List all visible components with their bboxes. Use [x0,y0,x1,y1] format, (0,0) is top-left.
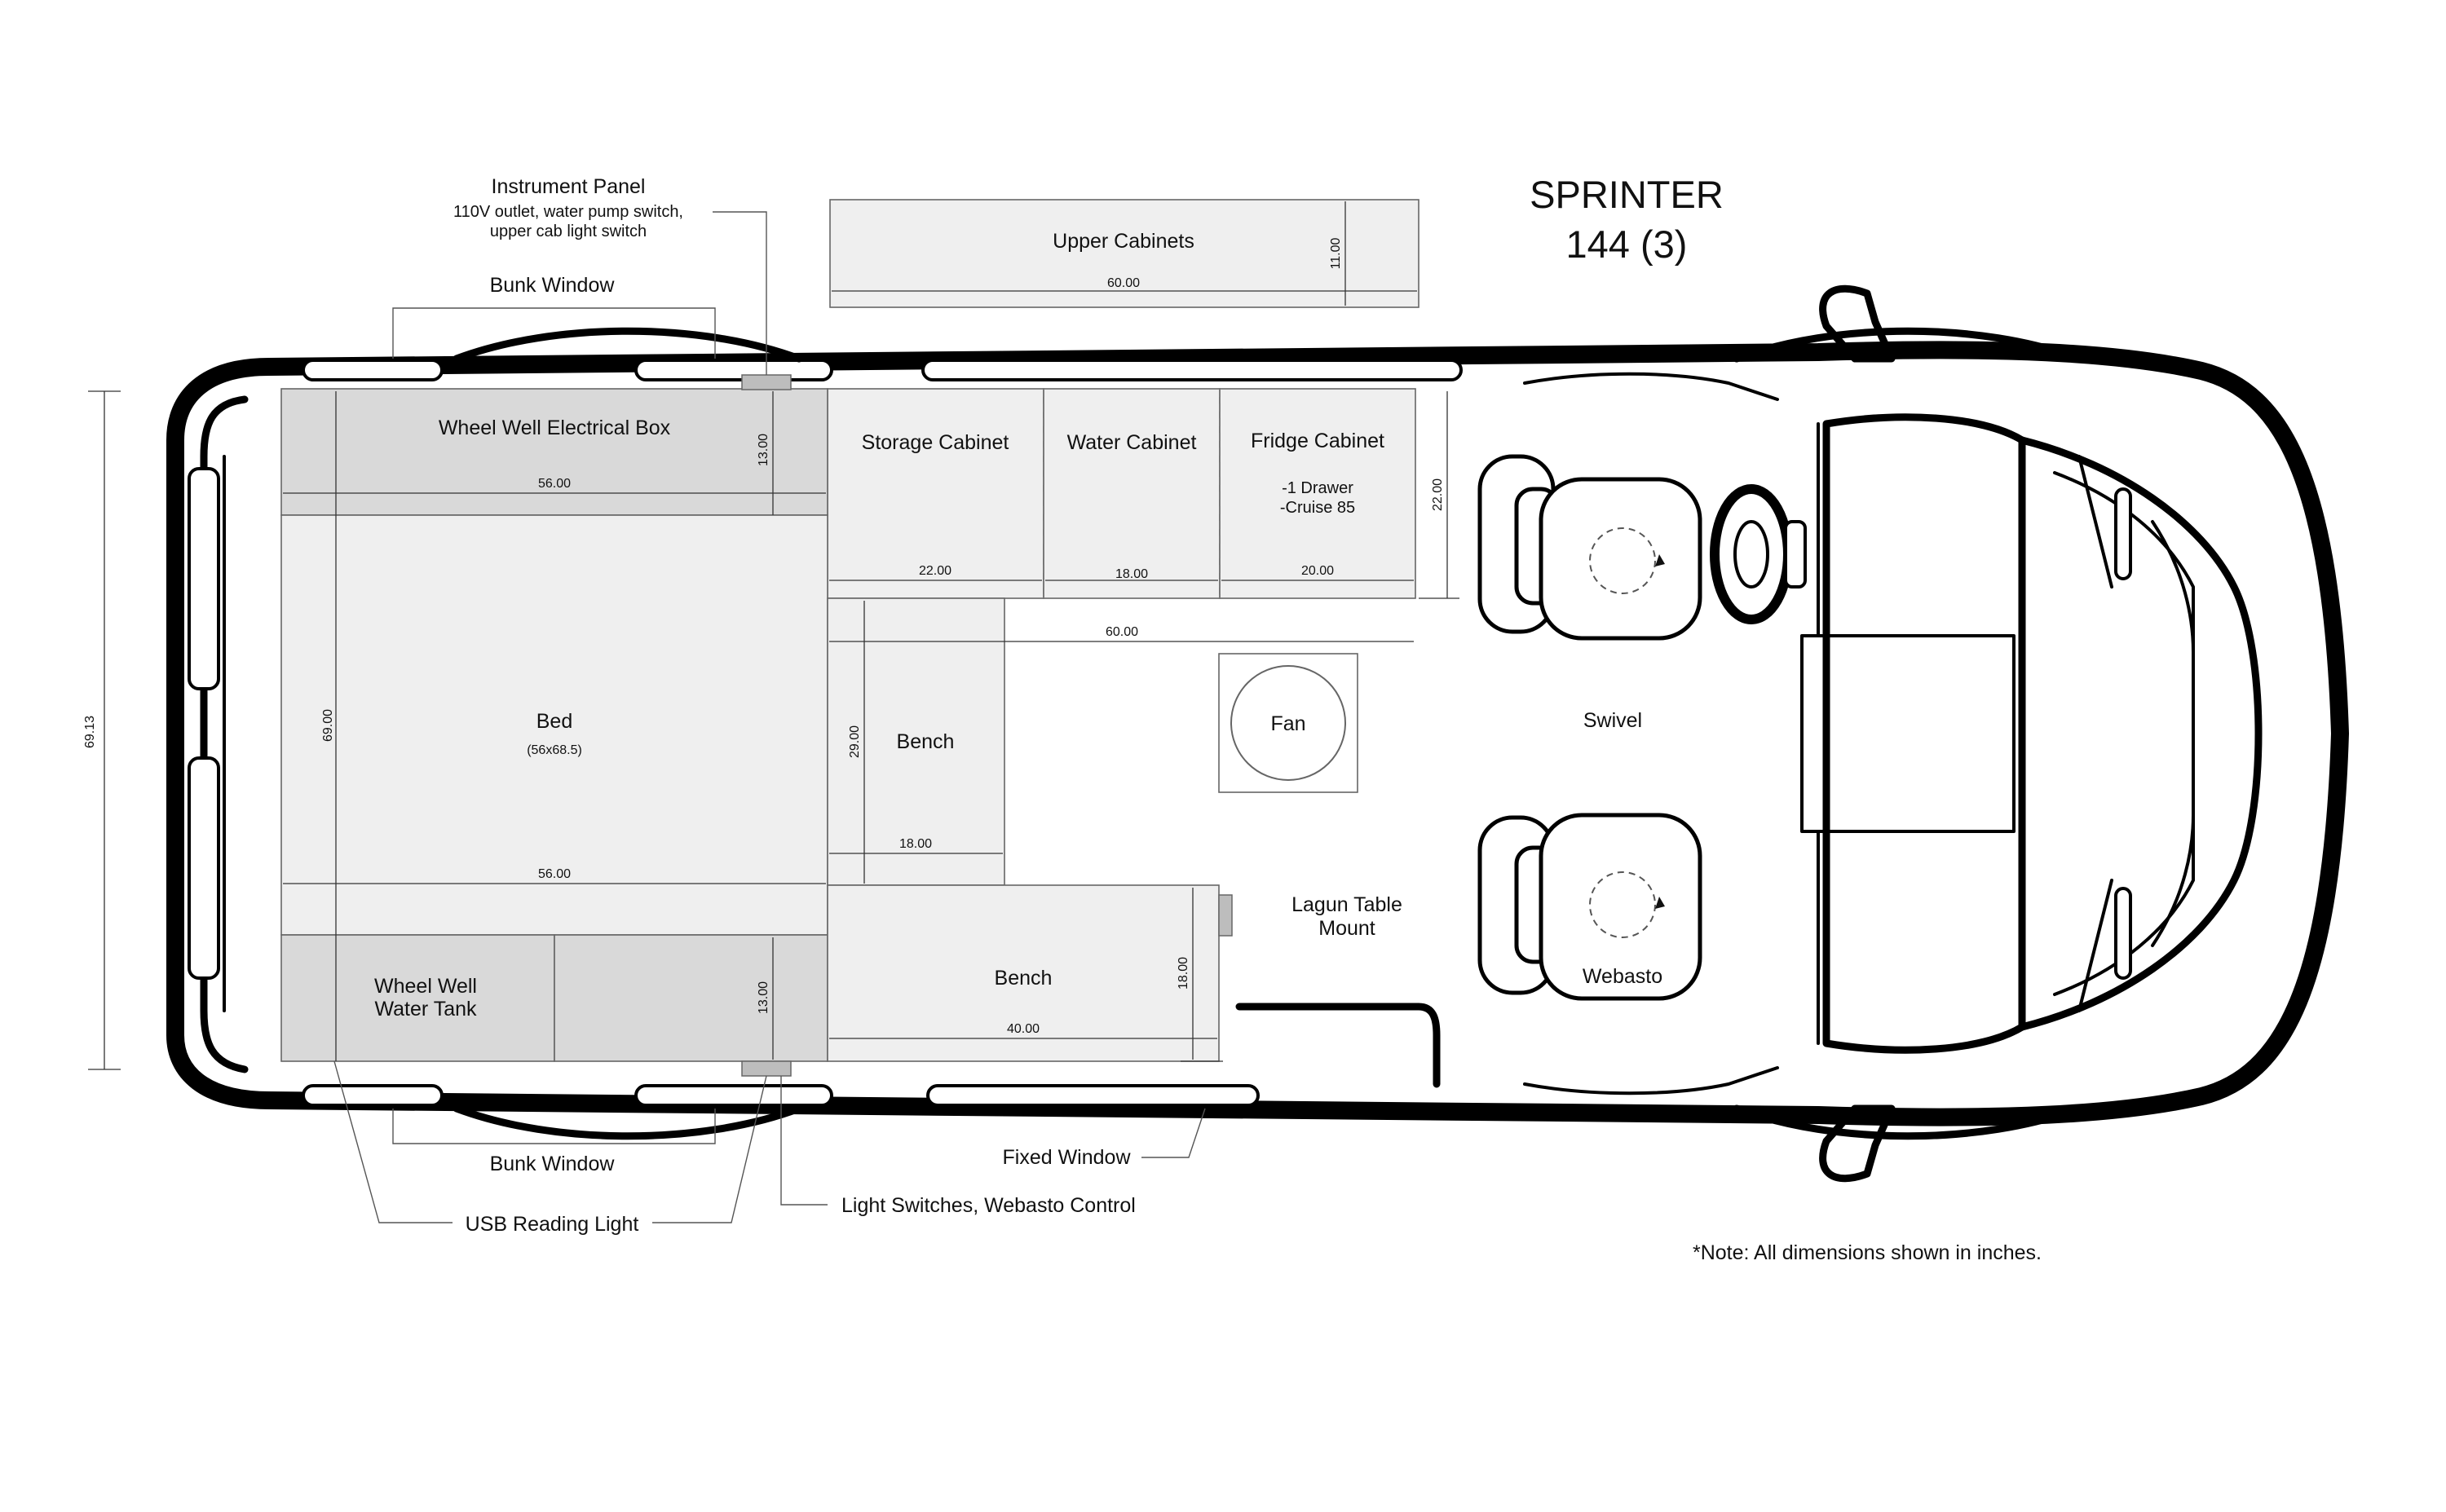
lagun-line2: Mount [1318,917,1375,940]
hood-vent-2 [2114,887,2132,980]
wheel-well-water-line1: Wheel Well [374,975,477,998]
wheel-well-cover [554,934,828,1062]
cab-seat-driver [1477,454,1702,641]
fixed-window-label: Fixed Window [1003,1146,1132,1169]
storage-width-dim: 22.00 [919,564,951,578]
bench-rear [827,884,1220,1062]
top-window-2 [634,359,833,381]
fridge-cabinet-line2: -Cruise 85 [1280,499,1355,517]
electrical-depth-dim: 13.00 [757,434,770,466]
upper-cabinets-depth-dim: 11.00 [1329,237,1343,269]
bed-size: (56x68.5) [527,743,582,757]
upper-cabinets-label: Upper Cabinets [1053,230,1194,253]
fridge-cabinet-line1: -1 Drawer [1282,479,1353,497]
light-switches-label: Light Switches, Webasto Control [841,1194,1136,1217]
dash-panel [1800,634,2016,833]
fridge-width-dim: 20.00 [1301,564,1334,578]
bench-2-depth-dim: 18.00 [1177,957,1190,990]
instrument-panel-box [741,374,792,390]
upper-cabinets-width-dim: 60.00 [1107,276,1140,290]
wheel-well-electrical-label: Wheel Well Electrical Box [439,417,671,439]
webasto-label: Webasto [1583,965,1662,988]
fridge-cabinet-label: Fridge Cabinet [1251,430,1384,452]
bench-1-width-dim: 18.00 [899,837,932,851]
bed-label: Bed [536,710,572,733]
swivel-label: Swivel [1583,709,1642,732]
top-window-3 [921,359,1463,381]
hood [2018,436,2263,1031]
instrument-panel-line2: upper cab light switch [490,223,647,240]
cab-seat-passenger [1477,813,1702,1001]
bench-2-width-dim: 40.00 [1007,1022,1040,1036]
water-width-dim: 18.00 [1115,567,1148,581]
bed [280,514,828,936]
rear-wheel-arch-bottom [453,1104,803,1140]
mirror-bottom [1819,1104,1896,1183]
rear-wheel-arch-top [453,327,803,363]
bunk-window-top-label: Bunk Window [490,274,616,297]
overall-width-dim: 69.13 [83,716,97,748]
water-cabinet-label: Water Cabinet [1067,431,1197,454]
callouts: Instrument Panel 110V outlet, water pump… [333,175,1402,1236]
bunk-window-bottom-label: Bunk Window [490,1153,616,1175]
bench-2-label: Bench [995,967,1053,990]
usb-reading-light-label: USB Reading Light [466,1213,639,1236]
rear-door [200,395,249,1073]
lagun-line1: Lagun Table [1291,893,1402,916]
mirror-top [1819,284,1896,363]
storage-cabinet [827,388,1044,599]
bottom-window-3 [926,1084,1260,1107]
fan-label: Fan [1270,712,1305,735]
hood-vent-1 [2114,487,2132,580]
top-window-1 [302,359,444,381]
electrical-width-dim: 56.00 [538,477,571,491]
front-wheel-arch-top [1733,327,2083,363]
interior-layout: Fan Wheel Well Electrical Box Bed (56x68… [280,374,1416,1077]
rear-light-left [188,467,220,690]
dimensions-note: *Note: All dimensions shown in inches. [1693,1241,2042,1264]
bench-1-depth-dim: 29.00 [848,725,862,758]
bottom-window-1 [302,1084,444,1107]
wheel-well-water-tank [280,934,555,1062]
title-line1: SPRINTER [1530,173,1724,216]
bench-side [827,597,1005,886]
upper-cabinets: Upper Cabinets 60.00 11.00 [829,199,1419,308]
title-line2: 144 (3) [1566,223,1688,266]
wheel-well-electrical-box [280,388,828,516]
bench-1-label: Bench [897,730,955,753]
sliding-door-step [1235,1003,1441,1088]
galley-total-dim: 60.00 [1106,625,1138,639]
van-hull [166,341,2349,1126]
fridge-cabinet [1219,388,1416,599]
bottom-window-2 [634,1084,833,1107]
rear-light-right [188,756,220,980]
light-switch-box [741,1060,792,1077]
galley-depth-dim: 22.00 [1431,478,1445,511]
front-wheel-arch-bottom [1733,1104,2083,1140]
dimension-lines: 69.13 69.00 56.00 13.00 56.00 13.00 22.0… [83,390,1459,1070]
water-cabinet [1043,388,1221,599]
windshield [1822,413,2026,1054]
lagun-mount-box [1218,894,1233,937]
water-tank-depth-dim: 13.00 [757,981,770,1014]
storage-cabinet-label: Storage Cabinet [862,431,1009,454]
wheel-well-water-line2: Water Tank [374,998,477,1020]
instrument-panel-line1: 110V outlet, water pump switch, [453,203,683,221]
bed-width-dim: 56.00 [538,867,571,881]
instrument-panel-title: Instrument Panel [492,175,646,198]
bed-height-dim: 69.00 [321,709,335,742]
